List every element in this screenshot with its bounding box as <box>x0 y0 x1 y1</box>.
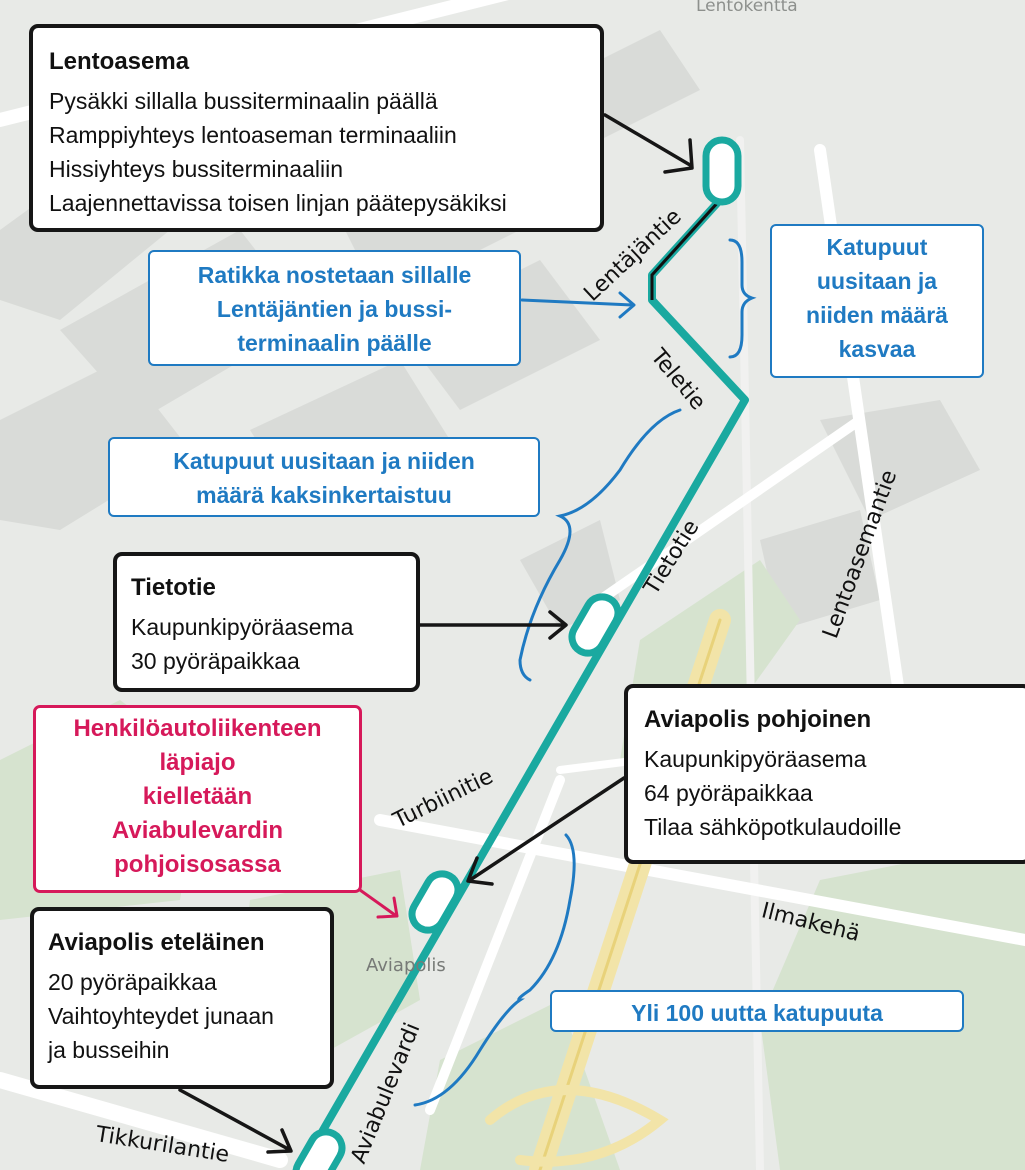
label-lentokentta: Lentokenttä <box>696 0 798 16</box>
tram-stop-aviapolis-pohjoinen <box>408 870 462 934</box>
callout-aviapolis-etelainen-line: 20 pyöräpaikkaa <box>48 969 217 995</box>
note-ratikka-line: terminaalin päälle <box>237 330 432 356</box>
callout-tietotie-line: 30 pyöräpaikkaa <box>131 648 300 674</box>
note-katupuut-2-line: Katupuut uusitaan ja niiden <box>173 448 475 474</box>
callout-aviapolis-etelainen-line: ja busseihin <box>48 1037 170 1063</box>
callout-tietotie-line: Kaupunkipyöräasema <box>131 614 354 640</box>
tram-stop-tietotie <box>568 593 622 657</box>
note-henkilo-line: Aviabulevardin <box>111 817 284 844</box>
note-ratikka: Ratikka nostetaan sillalle Lentäjäntien … <box>148 250 521 366</box>
arrow-tietotie <box>418 610 568 640</box>
arrow-lentoasema <box>603 113 694 174</box>
brace-teletie <box>728 238 757 359</box>
arrow-ratikka <box>520 291 636 319</box>
note-yli-100: Yli 100 uutta katupuuta <box>550 990 964 1032</box>
label-aviapolis: Aviapolis <box>366 955 446 976</box>
brace-tietotie <box>518 408 682 682</box>
tram-stop-aviapolis-etelainen <box>292 1128 346 1170</box>
callout-aviapolis-pohjoinen-title: Aviapolis pohjoinen <box>644 706 872 733</box>
callout-aviapolis-etelainen-title: Aviapolis eteläinen <box>48 929 265 956</box>
note-henkiloautoliikenne: Henkilöautoliikenteen läpiajo kielletään… <box>33 705 362 893</box>
note-katupuut-1-line: kasvaa <box>838 336 916 362</box>
note-katupuut-1-line: niiden määrä <box>806 302 948 328</box>
note-katupuut-1-line: Katupuut <box>826 234 928 260</box>
callout-lentoasema: Lentoasema Pysäkki sillalla bussitermina… <box>29 24 604 232</box>
callout-tietotie-title: Tietotie <box>131 574 216 601</box>
callout-aviapolis-pohjoinen-line: Kaupunkipyöräasema <box>644 746 867 772</box>
callout-aviapolis-pohjoinen-line: Tilaa sähköpotkulaudoille <box>644 814 902 840</box>
note-katupuut-1-line: uusitaan ja <box>816 268 938 294</box>
callout-lentoasema-line: Hissiyhteys bussiterminaaliin <box>49 156 343 182</box>
note-katupuut-2: Katupuut uusitaan ja niiden määrä kaksin… <box>108 437 540 517</box>
callout-lentoasema-line: Pysäkki sillalla bussiterminaalin päällä <box>49 88 438 114</box>
note-henkilo-line: läpiajo <box>159 749 236 776</box>
note-henkilo-line: Henkilöautoliikenteen <box>73 715 322 742</box>
arrow-henkilo <box>358 888 399 919</box>
note-yli-100-text: Yli 100 uutta katupuuta <box>631 1000 883 1026</box>
note-henkilo-line: kielletään <box>142 783 253 810</box>
callout-aviapolis-pohjoinen-line: 64 pyöräpaikkaa <box>644 780 813 806</box>
note-ratikka-line: Lentäjäntien ja bussi- <box>216 296 453 322</box>
note-ratikka-line: Ratikka nostetaan sillalle <box>197 262 472 288</box>
tram-stop-lentoasema <box>702 136 742 206</box>
arrow-aviapolis-etelainen <box>178 1088 293 1154</box>
callout-aviapolis-pohjoinen: Aviapolis pohjoinen Kaupunkipyöräasema 6… <box>624 684 1025 864</box>
callout-tietotie: Tietotie Kaupunkipyöräasema 30 pyöräpaik… <box>113 552 420 692</box>
callout-lentoasema-line: Laajennettavissa toisen linjan päätepysä… <box>49 190 507 216</box>
callout-lentoasema-title: Lentoasema <box>49 48 190 75</box>
note-katupuut-1: Katupuut uusitaan ja niiden määrä kasvaa <box>770 224 984 378</box>
note-henkilo-line: pohjoisosassa <box>114 851 281 878</box>
callout-aviapolis-etelainen-line: Vaihtoyhteydet junaan <box>48 1003 274 1029</box>
callout-lentoasema-line: Ramppiyhteys lentoaseman terminaaliin <box>49 122 457 148</box>
note-katupuut-2-line: määrä kaksinkertaistuu <box>196 482 452 508</box>
callout-aviapolis-etelainen: Aviapolis eteläinen 20 pyöräpaikkaa Vaih… <box>30 907 334 1089</box>
arrow-aviapolis-pohjoinen <box>466 776 626 886</box>
brace-aviabulevardi <box>413 833 576 1107</box>
